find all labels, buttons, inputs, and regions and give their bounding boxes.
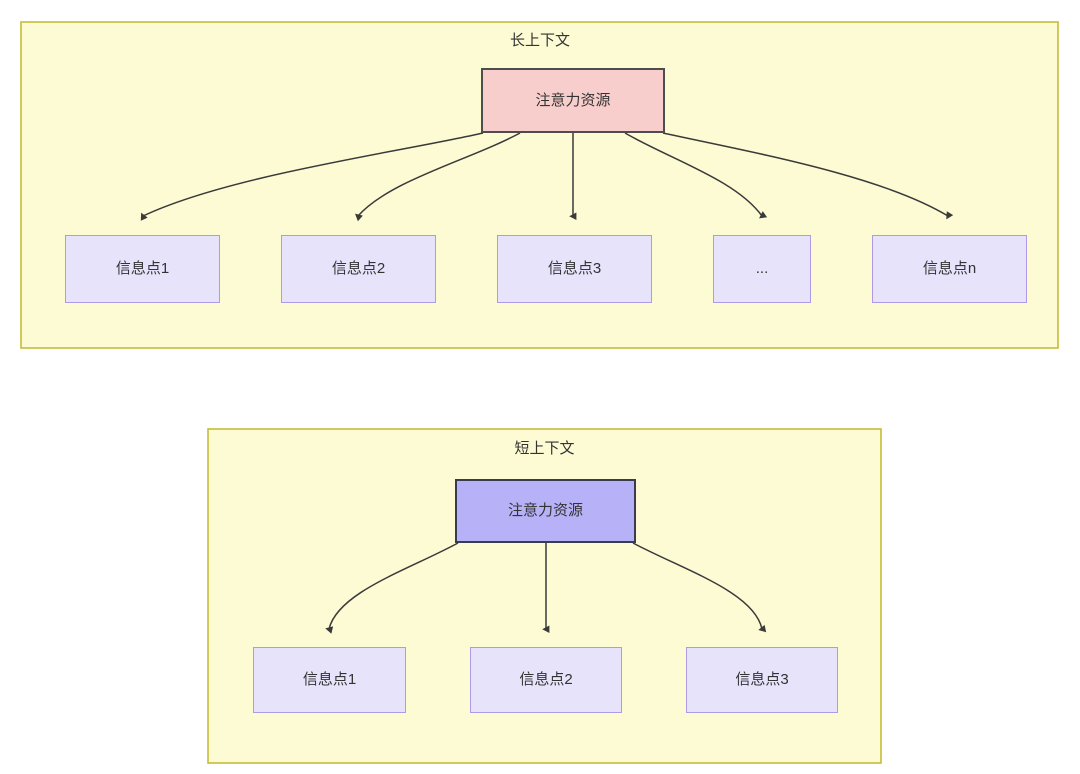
group-title-long-context: 长上下文 — [509, 32, 570, 49]
attention-resource-node-short[interactable]: 注意力资源 — [455, 479, 636, 543]
edge-long-context-0 — [140, 132, 484, 221]
info-point-node-short-3[interactable]: 信息点3 — [686, 647, 838, 713]
info-point-node-long-3[interactable]: 信息点3 — [497, 235, 652, 303]
edge-short-context-5 — [325, 542, 459, 634]
group-title-short-context: 短上下文 — [514, 440, 575, 457]
info-point-node-long-n[interactable]: 信息点n — [872, 235, 1027, 303]
edge-long-context-4 — [662, 132, 954, 220]
info-point-node-short-2[interactable]: 信息点2 — [470, 647, 622, 713]
info-point-node-long-2[interactable]: 信息点2 — [281, 235, 436, 303]
info-point-node-short-1[interactable]: 信息点1 — [253, 647, 406, 713]
edge-long-context-3 — [624, 132, 768, 219]
edge-layer — [140, 132, 954, 634]
edge-long-context-1 — [354, 132, 521, 222]
edge-short-context-7 — [632, 542, 767, 633]
attention-resource-node-long[interactable]: 注意力资源 — [481, 68, 665, 133]
info-point-node-long-ellipsis[interactable]: ... — [713, 235, 811, 303]
info-point-node-long-1[interactable]: 信息点1 — [65, 235, 220, 303]
